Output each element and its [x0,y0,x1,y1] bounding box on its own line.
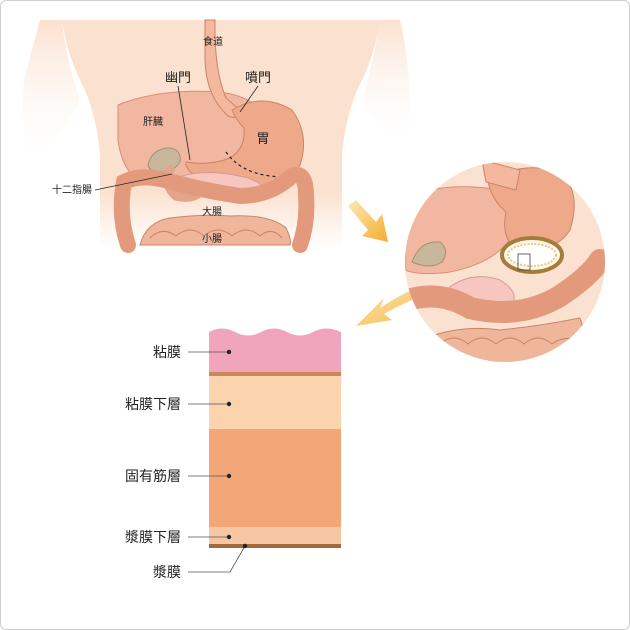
cardia-leader [239,85,259,113]
small-intestine-label: 小腸 [202,233,222,245]
zoom-small-intestine-coils [439,337,581,345]
large-intestine-shape [113,167,315,253]
subserosa-dot [226,534,232,540]
duodenum-label: 十二指腸 [52,183,92,196]
pylorus-label: 幽門 [165,71,191,86]
right-arm [362,20,410,150]
zoom-esophagus [481,162,521,191]
serosa-label: 漿膜 [153,565,181,581]
submucosa-dot [226,401,232,407]
duodenum-leader [94,173,173,191]
mucosa-dot [226,349,232,355]
cardia-label: 噴門 [245,71,271,86]
left-arm [22,20,80,170]
large-intestine-label: 大腸 [202,205,222,218]
esophagus-label: 食道 [203,35,223,48]
layer-muscularis [209,429,341,527]
pylorus-leader [177,85,191,161]
zoom-arrow-upper [348,200,388,242]
small-intestine-coils [149,229,283,239]
stomach-wall-layers: 粘膜 粘膜下層 固有筋層 漿膜下層 漿膜 [125,328,341,581]
zoom-small-intestine [419,317,601,362]
muscularis-dot [226,473,232,479]
submucosa-label: 粘膜下層 [125,397,181,413]
layer-mucosa-border [209,372,341,376]
muscularis-label: 固有筋層 [125,468,181,485]
serosa-dot [242,543,248,549]
liver-label: 肝臓 [143,116,163,128]
layer-mucosa [209,328,341,372]
layer-submucosa [209,376,341,429]
layer-serosa [209,544,341,548]
torso-illustration: 食道 幽門 噴門 肝臓 胃 十二指腸 大腸 小腸 [22,19,410,253]
stomach-dashed-line [225,151,286,181]
zoom-gallbladder [411,241,446,267]
mucosa-label: 粘膜 [153,345,181,361]
stomach-label: 胃 [256,132,269,147]
zoom-circle [405,162,605,362]
zoom-target-box [517,253,531,271]
zoom-large-intestine [405,249,605,323]
layer-subserosa [209,527,341,544]
subserosa-label: 漿膜下層 [125,530,181,546]
